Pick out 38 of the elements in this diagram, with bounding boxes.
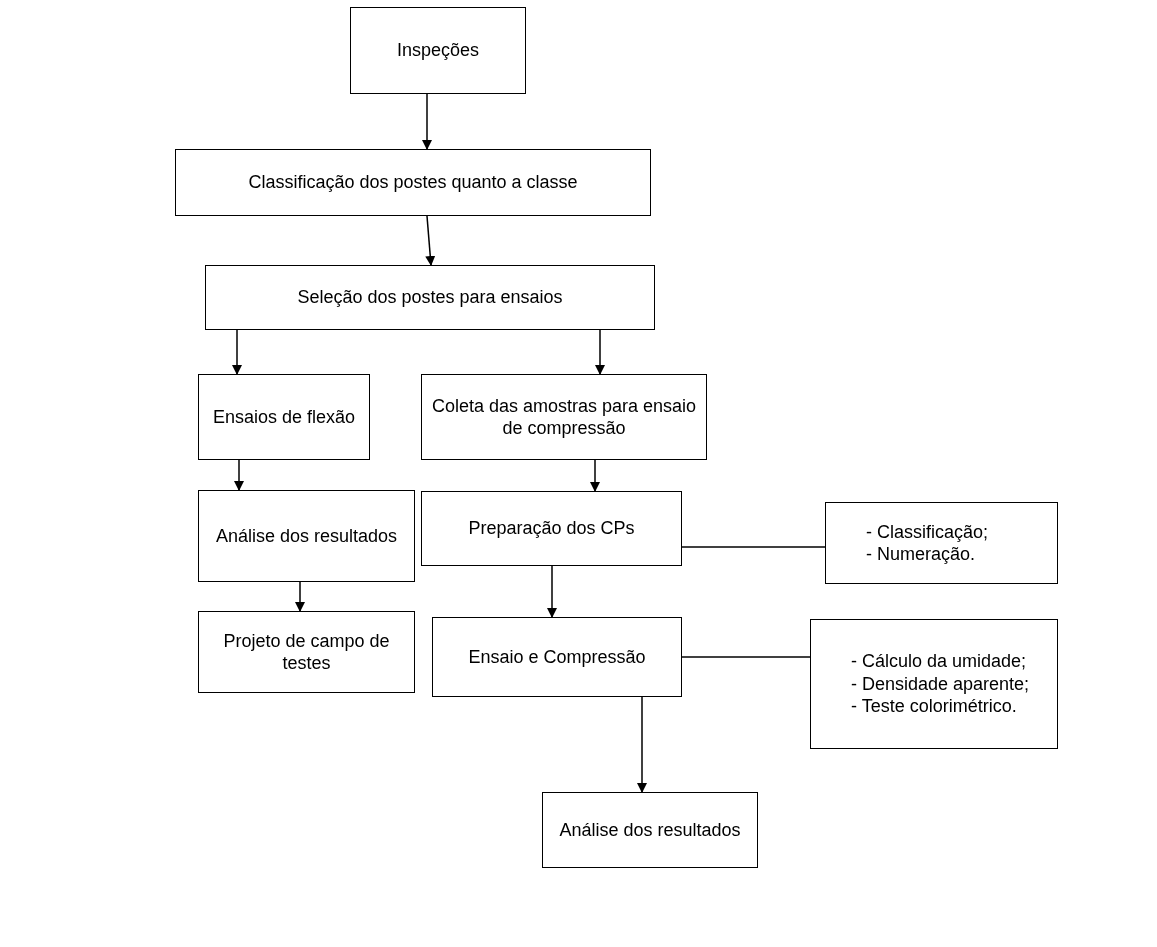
process-box <box>432 617 682 697</box>
arrow <box>232 329 242 375</box>
box-text: - Cálculo da umidade; <box>851 650 1027 673</box>
box-text: Projeto de campo de testes <box>222 629 391 675</box>
arrow <box>590 459 600 492</box>
arrow <box>637 696 647 793</box>
process-box <box>810 619 1058 749</box>
process-box <box>175 149 651 216</box>
box-text: - Teste colorimétrico. <box>851 695 1017 718</box>
box-text: Análise dos resultados <box>215 524 398 548</box>
box-text: - Classificação; <box>866 520 989 543</box>
process-box <box>198 611 415 693</box>
process-box <box>350 7 526 94</box>
arrow <box>234 459 244 491</box>
arrow <box>422 93 432 150</box>
process-box <box>542 792 758 868</box>
box-text: Ensaio e Compressão <box>468 645 646 669</box>
process-box <box>198 490 415 582</box>
arrow <box>547 565 557 618</box>
connector-line <box>681 546 826 548</box>
arrow <box>595 329 605 375</box>
process-box <box>205 265 655 330</box>
box-text: Preparação dos CPs <box>468 517 635 540</box>
box-text: Coleta das amostras para ensaio de compressão <box>430 394 698 440</box>
box-text: Seleção dos postes para ensaios <box>297 286 563 309</box>
box-text: - Densidade aparente; <box>851 672 1030 696</box>
arrow <box>425 215 436 266</box>
process-box <box>198 374 370 460</box>
process-box <box>421 374 707 460</box>
box-text: Ensaios de flexão <box>212 405 356 429</box>
box-text: - Numeração. <box>866 543 976 566</box>
process-box <box>825 502 1058 584</box>
box-text: Inspeções <box>396 39 480 62</box>
connector-line <box>681 656 811 658</box>
box-text: Análise dos resultados <box>559 818 741 842</box>
arrow <box>295 581 305 612</box>
process-box <box>421 491 682 566</box>
box-text: Classificação dos postes quanto a classe <box>248 171 578 194</box>
